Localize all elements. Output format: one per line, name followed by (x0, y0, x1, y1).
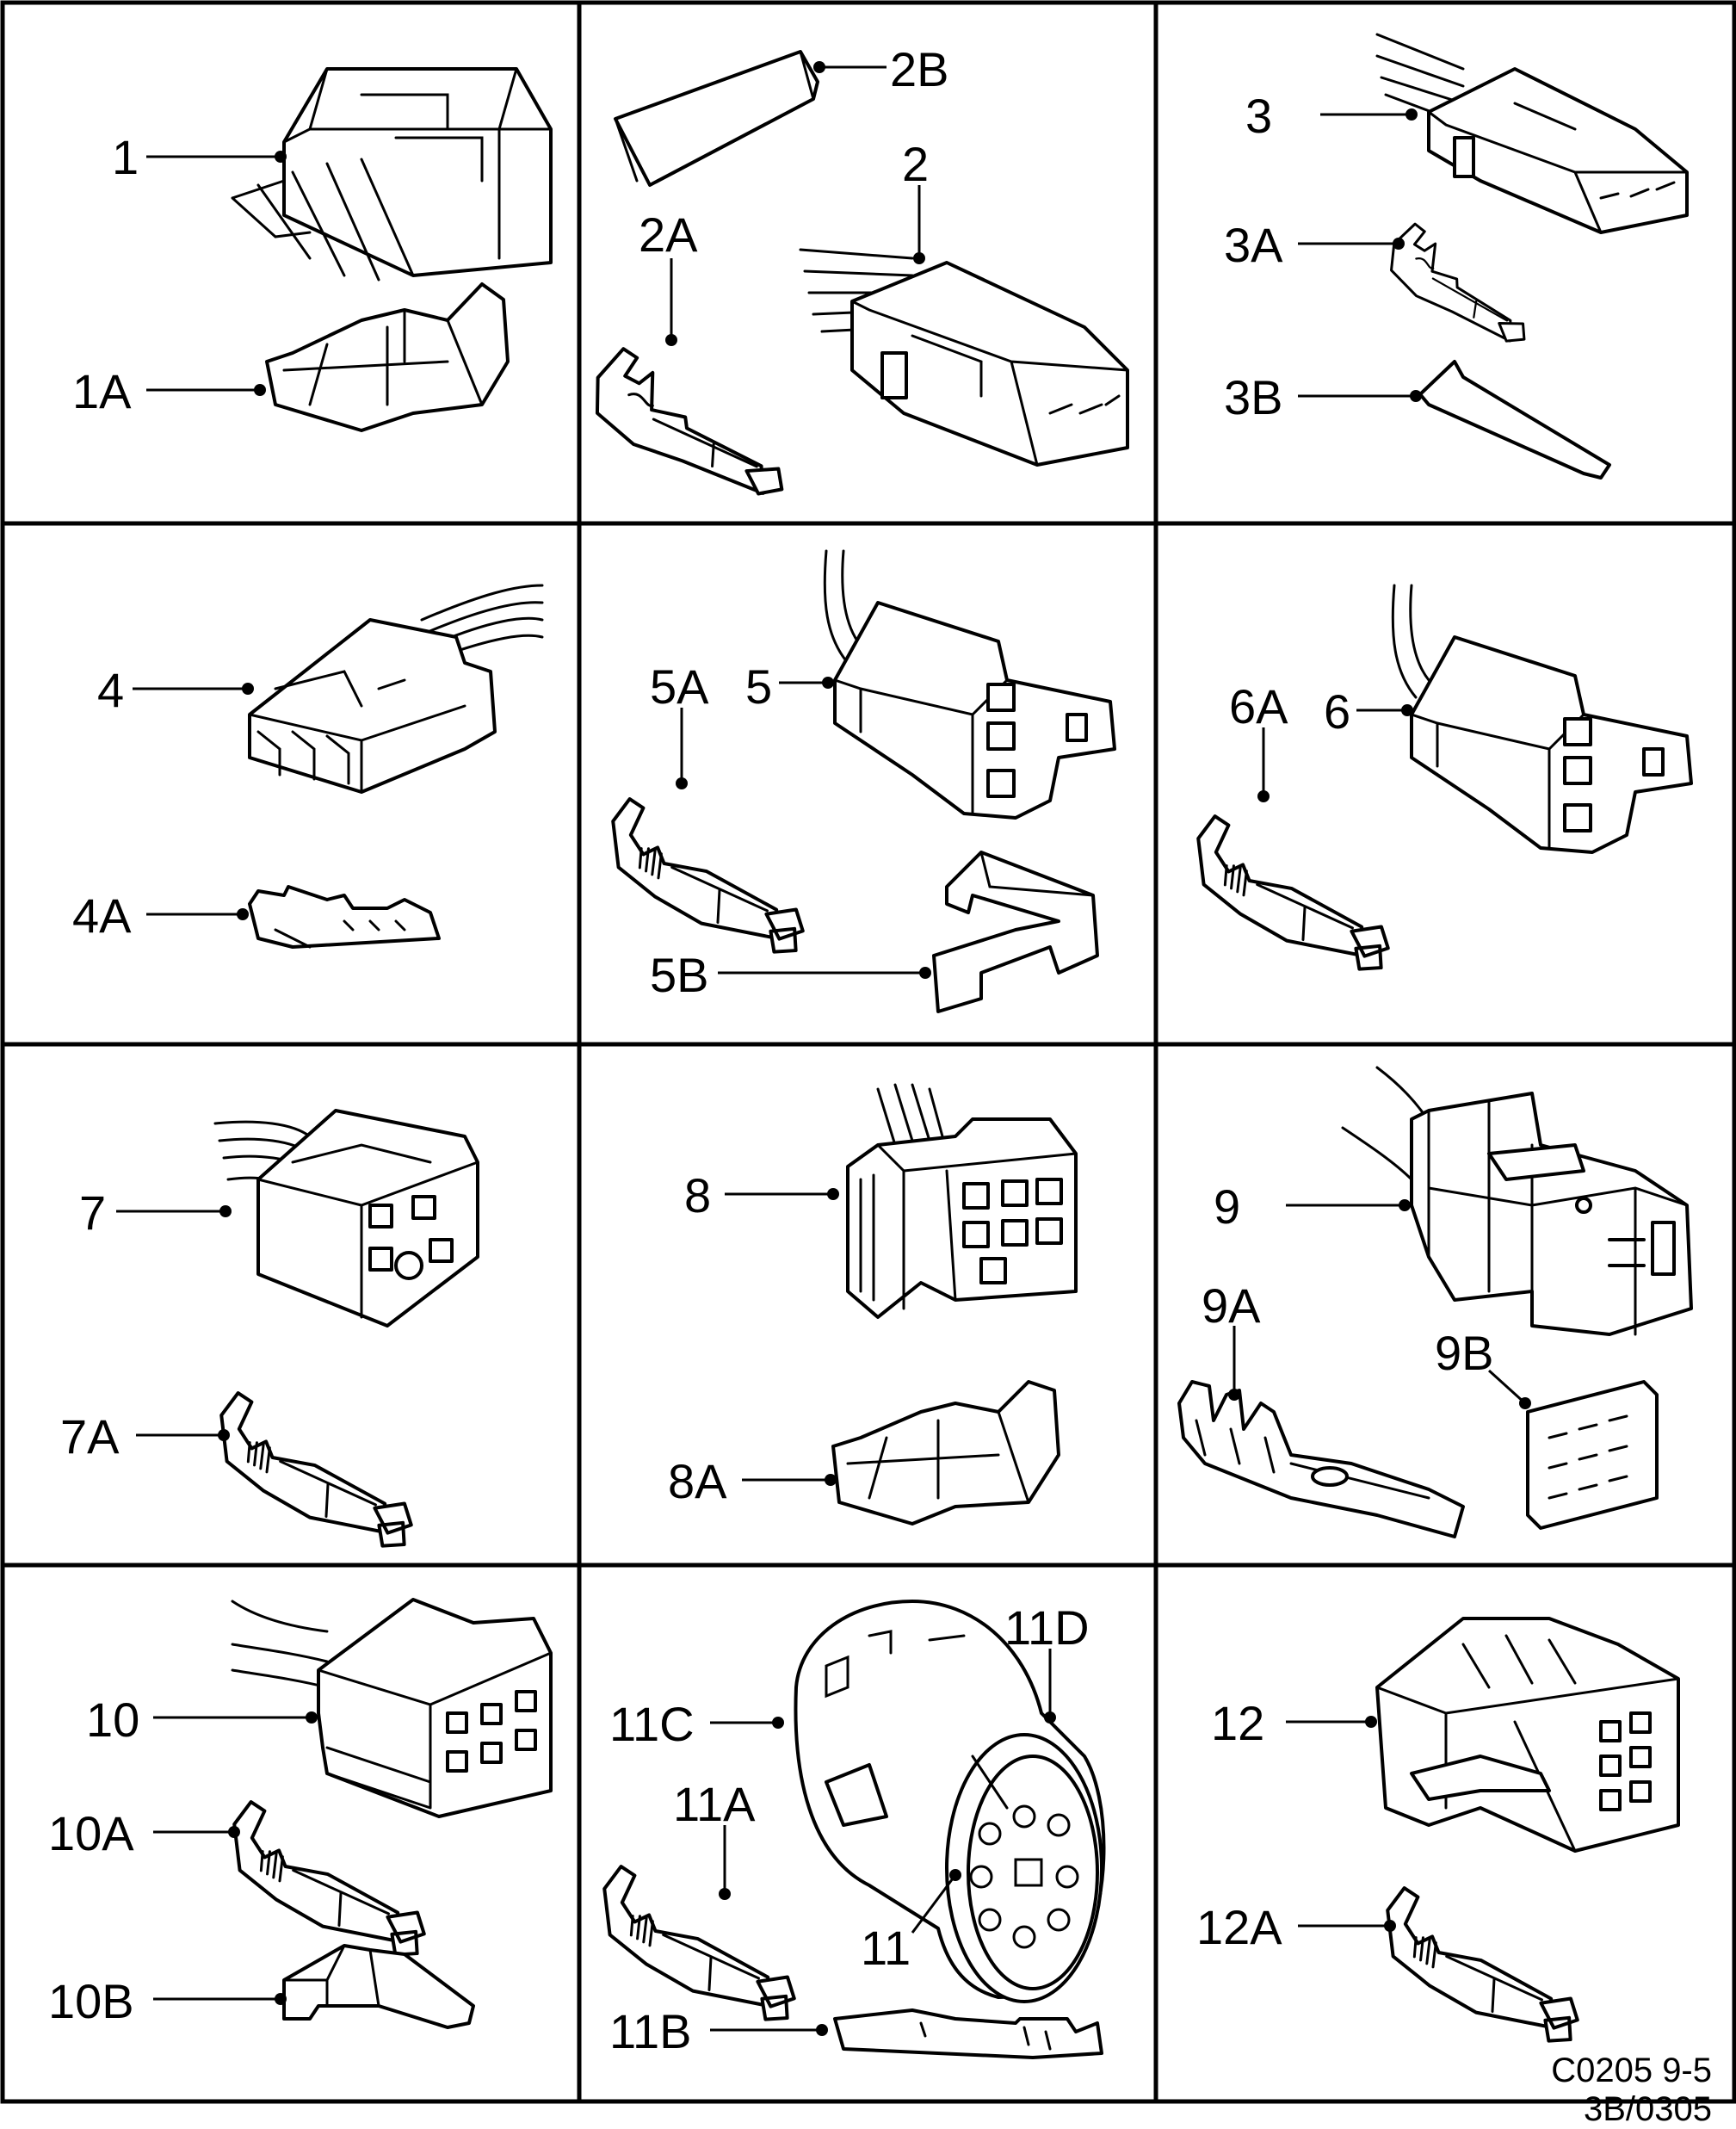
callout-5A: 5A (650, 659, 709, 714)
cell-5: 5A 5 5B (589, 549, 1116, 1013)
part-10B-drawing (282, 1944, 475, 2029)
cell-9: 9 9A 9B (1177, 1066, 1693, 1538)
callout-7A: 7A (60, 1409, 120, 1464)
cell-6: 6A 6 (1174, 584, 1693, 977)
sheet-reference: 3B/0305 (1583, 2090, 1712, 2128)
cell-10: 10 10A 10B (48, 1598, 553, 2029)
cell-3: 3 3A 3B (1224, 33, 1689, 480)
callout-10A: 10A (48, 1806, 134, 1860)
terminal-7A-drawing (197, 1389, 435, 1554)
connector-9-drawing (1341, 1066, 1693, 1336)
part-11B-drawing (833, 2008, 1103, 2059)
cell-7: 7 7A (60, 1109, 479, 1554)
terminal-11A-drawing (580, 1862, 818, 2027)
connector-10-drawing (231, 1598, 553, 1818)
callout-2: 2 (902, 137, 929, 191)
callout-11: 11 (861, 1921, 911, 1975)
connector-3-drawing (1375, 33, 1689, 234)
terminal-4A-drawing (248, 885, 441, 949)
terminal-1A-drawing (265, 282, 510, 432)
callout-2B: 2B (890, 42, 949, 96)
connector-7-drawing (213, 1109, 479, 1328)
callout-7: 7 (79, 1185, 106, 1240)
clip-5B-drawing (932, 851, 1099, 1013)
connector-8-drawing (846, 1083, 1078, 1319)
callout-9B: 9B (1435, 1326, 1494, 1380)
terminal-12A-drawing (1363, 1884, 1601, 2049)
callout-6: 6 (1324, 684, 1350, 739)
callout-11B: 11B (609, 2004, 691, 2058)
connector-5-drawing (823, 549, 1116, 820)
callout-10B: 10B (48, 1974, 134, 2028)
terminal-9A-drawing (1177, 1380, 1465, 1538)
callout-11D: 11D (1004, 1600, 1090, 1655)
terminal-8A-drawing (831, 1380, 1060, 1526)
terminal-2A-drawing (578, 343, 808, 501)
cell-4: 4 4A (72, 584, 544, 949)
cell-11: 11D 11C 11A 11 11B (580, 1600, 1106, 2059)
callout-9A: 9A (1202, 1278, 1261, 1333)
connector-11-drawing (794, 1600, 1106, 2003)
connector-12-drawing (1375, 1617, 1680, 1853)
cell-12: 12 12A (1196, 1617, 1680, 2049)
cell-1: 1 1A (72, 67, 553, 432)
callout-9: 9 (1214, 1179, 1240, 1234)
seal-9B-drawing (1526, 1380, 1659, 1530)
cell-2: 2B 2 2A (578, 42, 1129, 501)
connector-2-drawing (799, 248, 1129, 467)
callout-5B: 5B (650, 948, 709, 1002)
callout-6A: 6A (1229, 679, 1288, 733)
callout-1A: 1A (72, 364, 132, 418)
callout-3A: 3A (1224, 218, 1283, 272)
callout-4: 4 (97, 663, 124, 717)
callout-1: 1 (112, 130, 139, 184)
callout-11C: 11C (609, 1697, 695, 1751)
callout-8: 8 (684, 1168, 711, 1222)
part-3B-drawing (1418, 360, 1611, 480)
cell-8: 8 8A (668, 1083, 1078, 1526)
callout-2A: 2A (639, 207, 698, 262)
callout-5: 5 (745, 659, 772, 714)
callout-3B: 3B (1224, 370, 1283, 424)
terminal-10A-drawing (210, 1798, 448, 1963)
connector-4-drawing (248, 584, 544, 794)
callout-8A: 8A (668, 1454, 727, 1508)
callout-4A: 4A (72, 888, 132, 943)
callout-10: 10 (86, 1693, 139, 1747)
terminal-5A-drawing (589, 795, 826, 960)
connector-6-drawing (1391, 584, 1693, 854)
figure-code: C0205 9-5 (1551, 2052, 1712, 2089)
callout-11A: 11A (673, 1777, 756, 1831)
callout-12A: 12A (1196, 1900, 1282, 1954)
callout-12: 12 (1211, 1696, 1264, 1750)
callout-3: 3 (1245, 89, 1272, 143)
part-2B-drawing (614, 50, 819, 187)
connector-1-drawing (231, 67, 553, 282)
terminal-6A-drawing (1174, 812, 1412, 977)
